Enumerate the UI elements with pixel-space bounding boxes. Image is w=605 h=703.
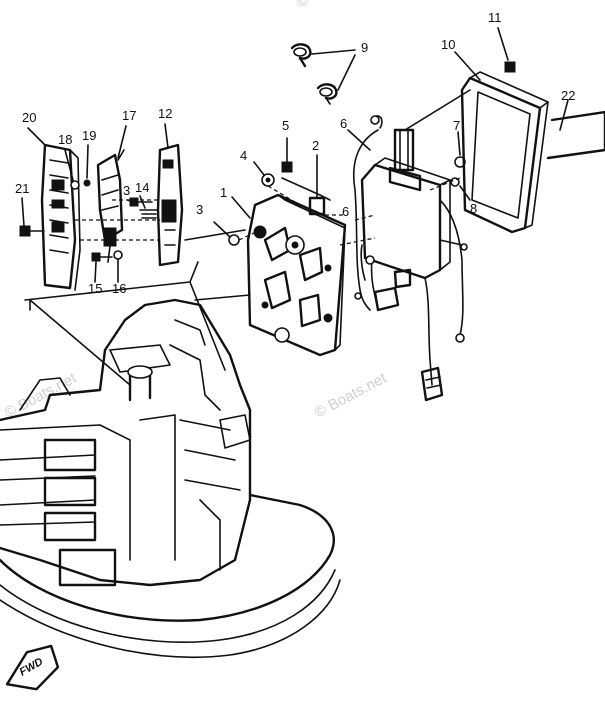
screw-part-3-plate — [213, 221, 257, 246]
ignition-part-17 — [96, 149, 125, 263]
washer-part-16 — [113, 250, 123, 260]
callout-14: 14 — [135, 180, 149, 195]
callout-22: 22 — [561, 88, 575, 103]
callout-9: 9 — [361, 40, 368, 55]
ignition-part-12 — [156, 143, 184, 267]
grommet-part-7 — [454, 131, 466, 168]
callout-16: 16 — [112, 281, 126, 296]
callout-3-plate: 3 — [196, 202, 203, 217]
engine-powerhead — [0, 298, 341, 658]
spring-part-14 — [139, 209, 159, 219]
watermark-top: © Boats.net — [294, 0, 372, 12]
callout-15: 15 — [88, 281, 102, 296]
callout-10: 10 — [441, 37, 455, 52]
washer-part-19 — [83, 179, 91, 187]
clip-part-9b — [316, 83, 338, 105]
screw-part-3-left — [129, 197, 153, 207]
watermark-left: © Boats.net — [2, 369, 80, 421]
callout-2: 2 — [312, 138, 319, 153]
bracket-part-20 — [40, 143, 81, 291]
left-group-frame — [24, 261, 199, 301]
callout-1: 1 — [220, 185, 227, 200]
callout-7: 7 — [453, 118, 460, 133]
nut-part-18 — [70, 180, 80, 190]
base-plate-part-1 — [246, 193, 347, 357]
callout-4: 4 — [240, 148, 247, 163]
label-part-22 — [546, 99, 605, 160]
screw-part-21 — [19, 225, 45, 237]
callout-5: 5 — [282, 118, 289, 133]
callout-12: 12 — [158, 106, 172, 121]
callout-8: 8 — [470, 201, 477, 216]
screw-part-5 — [281, 137, 293, 173]
callout-3-left: 3 — [123, 183, 130, 198]
leader-10-to-cdi — [404, 89, 471, 131]
callout-18: 18 — [58, 132, 72, 147]
clip-part-2 — [308, 154, 326, 216]
screw-part-15 — [91, 252, 113, 262]
nut-part-8 — [450, 177, 471, 201]
grommet-part-4 — [253, 161, 275, 187]
screw-part-11 — [497, 27, 516, 73]
watermark-right: © Boats.net — [312, 369, 390, 421]
callout-20: 20 — [22, 110, 36, 125]
leader-lines-center — [184, 229, 251, 301]
callout-6-upper: 6 — [340, 116, 347, 131]
callout-19: 19 — [82, 128, 96, 143]
cover-part-10 — [460, 71, 549, 234]
cdi-unit-part-6 — [353, 115, 468, 402]
callout-11: 11 — [488, 10, 502, 25]
callout-6-lower: 6 — [342, 204, 349, 219]
clip-part-9a — [290, 43, 312, 68]
leader-bracket-to-engine — [29, 281, 226, 386]
callout-17: 17 — [122, 108, 136, 123]
fwd-arrow-icon: FWD — [5, 644, 60, 691]
callout-21: 21 — [15, 181, 29, 196]
